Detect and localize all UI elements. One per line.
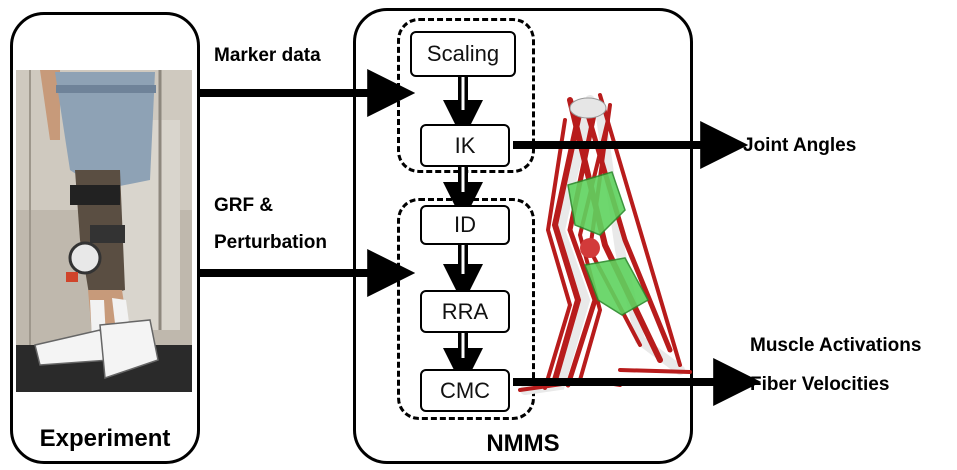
- step-rra: RRA: [420, 290, 510, 333]
- muscle-activations-label: Muscle Activations: [750, 335, 922, 356]
- grf-label-line1: GRF &: [214, 195, 274, 216]
- experiment-title: Experiment: [39, 425, 171, 452]
- joint-angles-label: Joint Angles: [743, 135, 857, 156]
- step-cmc: CMC: [420, 369, 510, 412]
- grf-label-line2: Perturbation: [214, 232, 327, 253]
- nmms-title: NMMS: [486, 430, 560, 457]
- marker-data-label: Marker data: [214, 45, 321, 66]
- step-ik: IK: [420, 124, 510, 167]
- step-id: ID: [420, 205, 510, 245]
- step-scaling: Scaling: [410, 31, 516, 77]
- fiber-velocities-label: Fiber Velocities: [750, 374, 890, 395]
